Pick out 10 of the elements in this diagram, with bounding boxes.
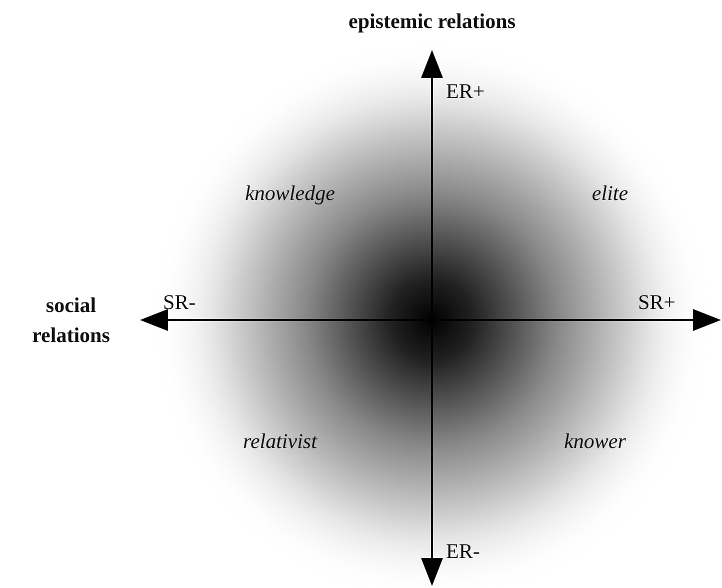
axis-title: epistemic relations bbox=[348, 8, 516, 34]
axis-title: social relations bbox=[31, 292, 111, 349]
axis-end-label: SR+ bbox=[638, 289, 676, 315]
quadrant-label: relativist bbox=[242, 428, 318, 454]
quadrant-label: knower bbox=[563, 428, 627, 454]
quadrant-label: knowledge bbox=[244, 180, 336, 206]
axis-end-label: ER+ bbox=[446, 78, 485, 104]
axis-end-label: SR- bbox=[163, 289, 196, 315]
quadrant-label: elite bbox=[590, 180, 630, 206]
axis-end-label: ER- bbox=[446, 538, 480, 564]
